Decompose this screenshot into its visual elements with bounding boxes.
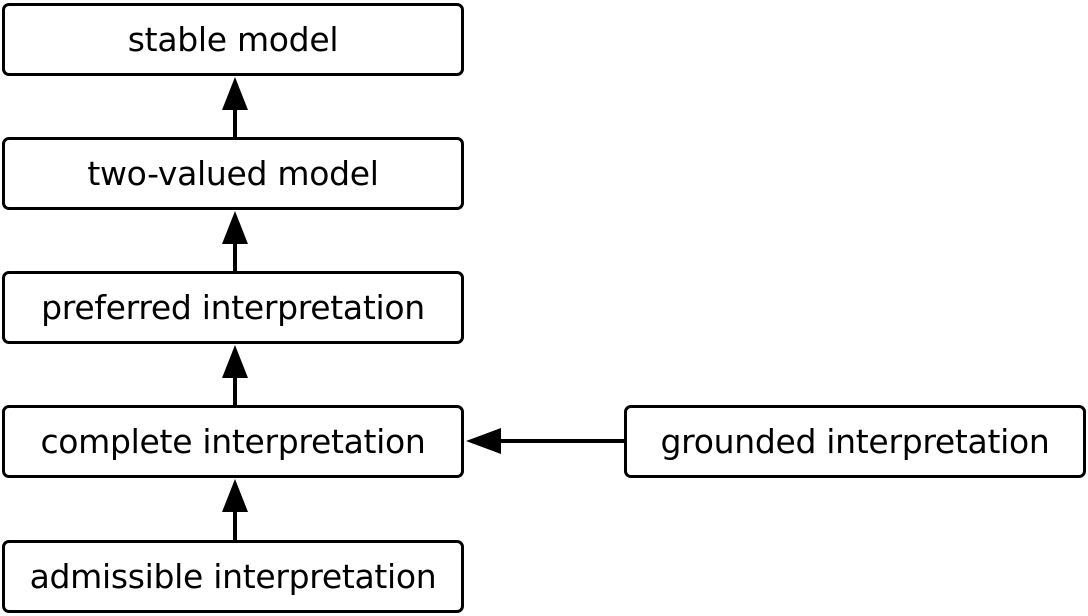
edge-preferred-to-two-valued xyxy=(222,211,248,271)
node-stable-model-label: stable model xyxy=(127,20,339,59)
node-preferred-interpretation-label: preferred interpretation xyxy=(41,288,425,327)
node-complete-interpretation: complete interpretation xyxy=(2,405,464,478)
node-admissible-interpretation: admissible interpretation xyxy=(2,540,464,613)
node-two-valued-model: two-valued model xyxy=(2,137,464,210)
node-preferred-interpretation: preferred interpretation xyxy=(2,271,464,344)
node-two-valued-model-label: two-valued model xyxy=(87,154,379,193)
node-grounded-interpretation: grounded interpretation xyxy=(624,405,1086,478)
node-grounded-interpretation-label: grounded interpretation xyxy=(660,422,1050,461)
node-admissible-interpretation-label: admissible interpretation xyxy=(29,557,437,596)
edge-grounded-to-complete xyxy=(466,428,624,454)
edge-complete-to-preferred xyxy=(222,345,248,405)
edge-admissible-to-complete xyxy=(222,479,248,540)
node-complete-interpretation-label: complete interpretation xyxy=(40,422,426,461)
edge-two-valued-to-stable xyxy=(222,77,248,137)
node-stable-model: stable model xyxy=(2,3,464,76)
